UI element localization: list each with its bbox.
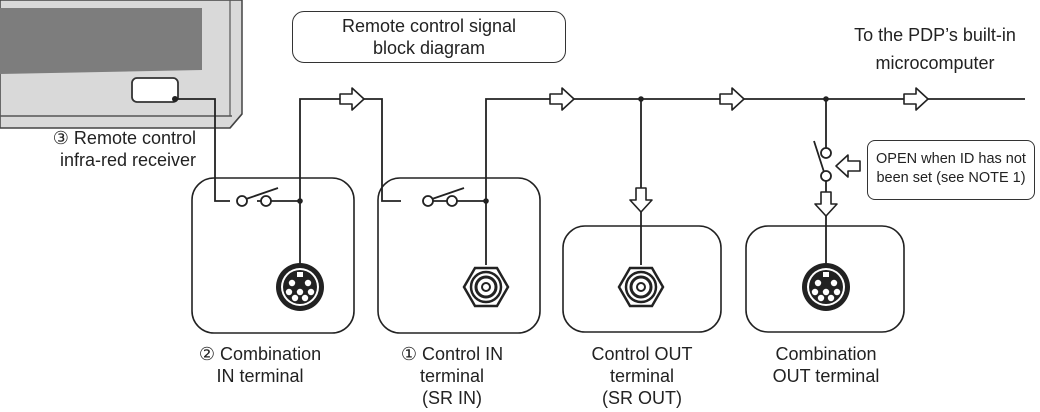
combination-out-box	[745, 225, 905, 333]
monitor-illustration	[0, 0, 243, 129]
switch-id-open	[813, 140, 832, 182]
switch-control-in	[422, 187, 465, 207]
receiver-label: ③ Remote control infra-red receiver	[0, 127, 196, 171]
signal-arrow-icon	[339, 87, 365, 111]
terminal-label-combination-in: ② Combination IN terminal	[160, 343, 360, 387]
output-line-2: microcomputer	[875, 53, 995, 73]
control-out-box	[562, 225, 722, 333]
terminal-line: terminal	[419, 366, 485, 386]
terminal-label-control-out: Control OUT terminal (SR OUT)	[560, 343, 724, 409]
signal-arrow-icon	[549, 87, 575, 111]
note-line-2: been set (see NOTE 1)	[876, 170, 1026, 186]
receiver-line-1: ③ Remote control	[52, 128, 196, 148]
din-connector-icon	[802, 263, 850, 311]
terminal-line: (SR IN)	[422, 388, 482, 408]
terminal-line: IN terminal	[216, 366, 304, 386]
terminal-line: ① Control IN	[400, 344, 504, 364]
id-note: OPEN when ID has not been set (see NOTE …	[867, 140, 1035, 200]
terminal-line: terminal	[609, 366, 675, 386]
output-line-1: To the PDP’s built-in	[854, 25, 1016, 45]
signal-arrow-down-icon	[629, 187, 653, 213]
receiver-line-2: infra-red receiver	[59, 150, 196, 170]
signal-arrow-icon	[719, 87, 745, 111]
din-connector-icon	[276, 263, 324, 311]
signal-wiring	[175, 98, 1025, 265]
signal-arrow-icon	[903, 87, 929, 111]
switch-combination-in	[236, 187, 279, 207]
rca-connector-icon	[617, 266, 665, 308]
terminal-label-control-in: ① Control IN terminal (SR IN)	[362, 343, 542, 409]
output-destination-label: To the PDP’s built-in microcomputer	[830, 24, 1040, 74]
terminal-line: Combination	[775, 344, 877, 364]
signal-arrow-down-icon	[814, 191, 838, 217]
title-line-1: Remote control signal	[341, 16, 517, 36]
note-pointer-arrow-icon	[835, 154, 861, 178]
note-line-1: OPEN when ID has not	[876, 151, 1026, 167]
terminal-line: Control OUT	[591, 344, 693, 364]
terminal-line: OUT terminal	[772, 366, 880, 386]
ir-receiver-window	[131, 77, 179, 103]
combination-in-box	[191, 177, 355, 334]
terminal-label-combination-out: Combination OUT terminal	[744, 343, 908, 387]
terminal-line: ② Combination	[198, 344, 322, 364]
control-in-box	[377, 177, 541, 334]
diagram-title: Remote control signal block diagram	[292, 11, 566, 63]
rca-connector-icon	[462, 266, 510, 308]
title-line-2: block diagram	[372, 38, 486, 58]
terminal-line: (SR OUT)	[602, 388, 682, 408]
